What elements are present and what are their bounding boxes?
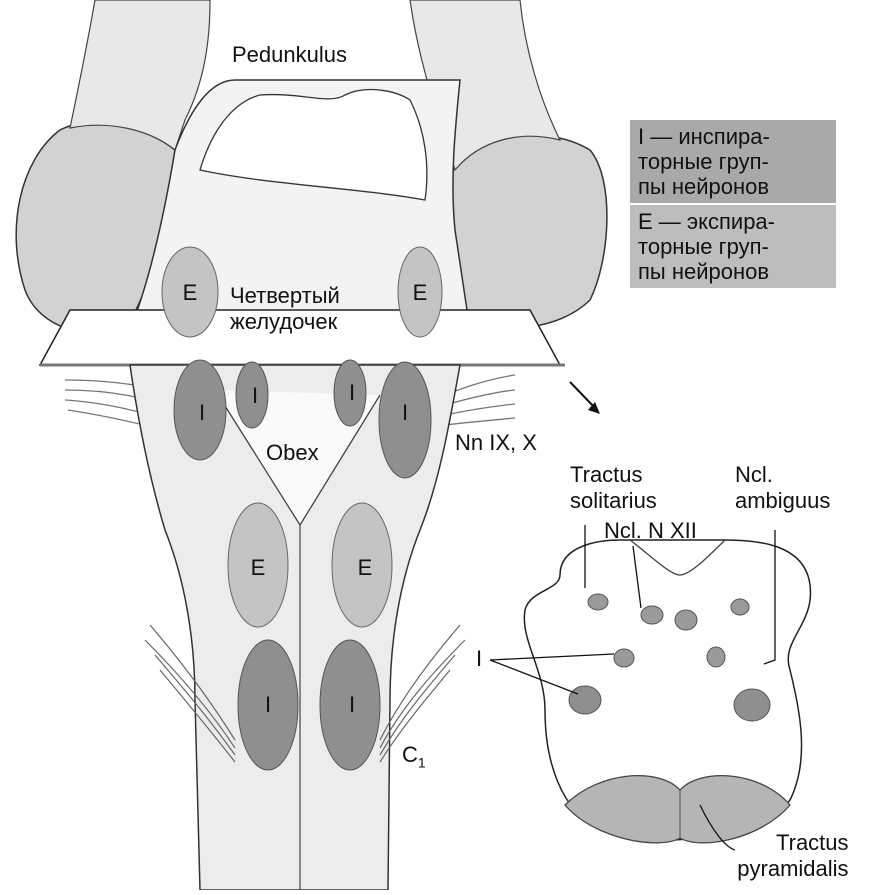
mark-i-left-large: I [199,400,205,425]
mark-i-right-large: I [402,400,408,425]
label-tractus-pyramidalis-line-1: Tractus [742,830,849,856]
legend-expiratory: E — экспира- торные груп- пы нейронов [630,205,836,288]
label-nerves: Nn IX, X [455,430,537,456]
xs-nucleus-5 [614,649,634,667]
mark-i-left-small: I [252,383,258,408]
label-c1-base: C [402,742,418,767]
xs-nucleus-7 [569,686,601,714]
xs-nucleus-6 [707,647,725,667]
mark-e-lower-left: E [251,555,266,580]
mark-e-lower-right: E [358,555,373,580]
label-fourth-ventricle-line-2: желудочек [230,309,340,335]
label-fourth-ventricle: Четвертый желудочек [230,283,340,335]
legend-inspiratory-line-2: торные груп- [638,149,828,174]
label-cross-section-i: I [476,646,482,672]
mark-i-right-small: I [349,380,355,405]
legend-inspiratory: I — инспира- торные груп- пы нейронов [630,120,836,203]
label-pedunkulus: Pedunkulus [232,42,347,68]
right-peduncle-lobe [449,135,607,328]
label-c1-subscript: 1 [418,754,426,770]
label-tractus-solitarius-line-2: solitarius [570,488,657,514]
label-tractus-pyramidalis-line-2: pyramidalis [710,856,849,882]
mark-i-lower-left: I [265,692,271,717]
label-ncl-ambiguus: Ncl. ambiguus [735,462,830,514]
legend-inspiratory-line-3: пы нейронов [638,174,828,199]
label-c1: C1 [402,742,426,775]
label-fourth-ventricle-line-1: Четвертый [230,283,340,309]
label-tractus-pyramidalis: Tractus pyramidalis [742,830,849,882]
xs-nucleus-4 [731,599,749,615]
label-ncl-n-xii: Ncl. N XII [604,518,697,544]
xs-nucleus-1 [588,594,608,610]
xs-nucleus-3 [675,610,697,630]
mark-e-upper-right: E [413,280,428,305]
xs-nucleus-8 [734,689,770,721]
legend-expiratory-line-2: торные груп- [638,234,828,259]
mark-e-upper-left: E [183,280,198,305]
label-ncl-ambiguus-line-1: Ncl. [735,462,830,488]
xs-nucleus-2 [641,606,663,624]
legend: I — инспира- торные груп- пы нейронов E … [630,120,836,288]
label-ncl-ambiguus-line-2: ambiguus [735,488,830,514]
legend-expiratory-line-3: пы нейронов [638,259,828,284]
legend-inspiratory-line-1: I — инспира- [638,124,828,149]
mark-i-lower-right: I [349,692,355,717]
label-tractus-solitarius: Tractus solitarius [570,462,657,514]
label-tractus-solitarius-line-1: Tractus [570,462,657,488]
legend-expiratory-line-1: E — экспира- [638,209,828,234]
label-obex: Obex [266,440,319,466]
